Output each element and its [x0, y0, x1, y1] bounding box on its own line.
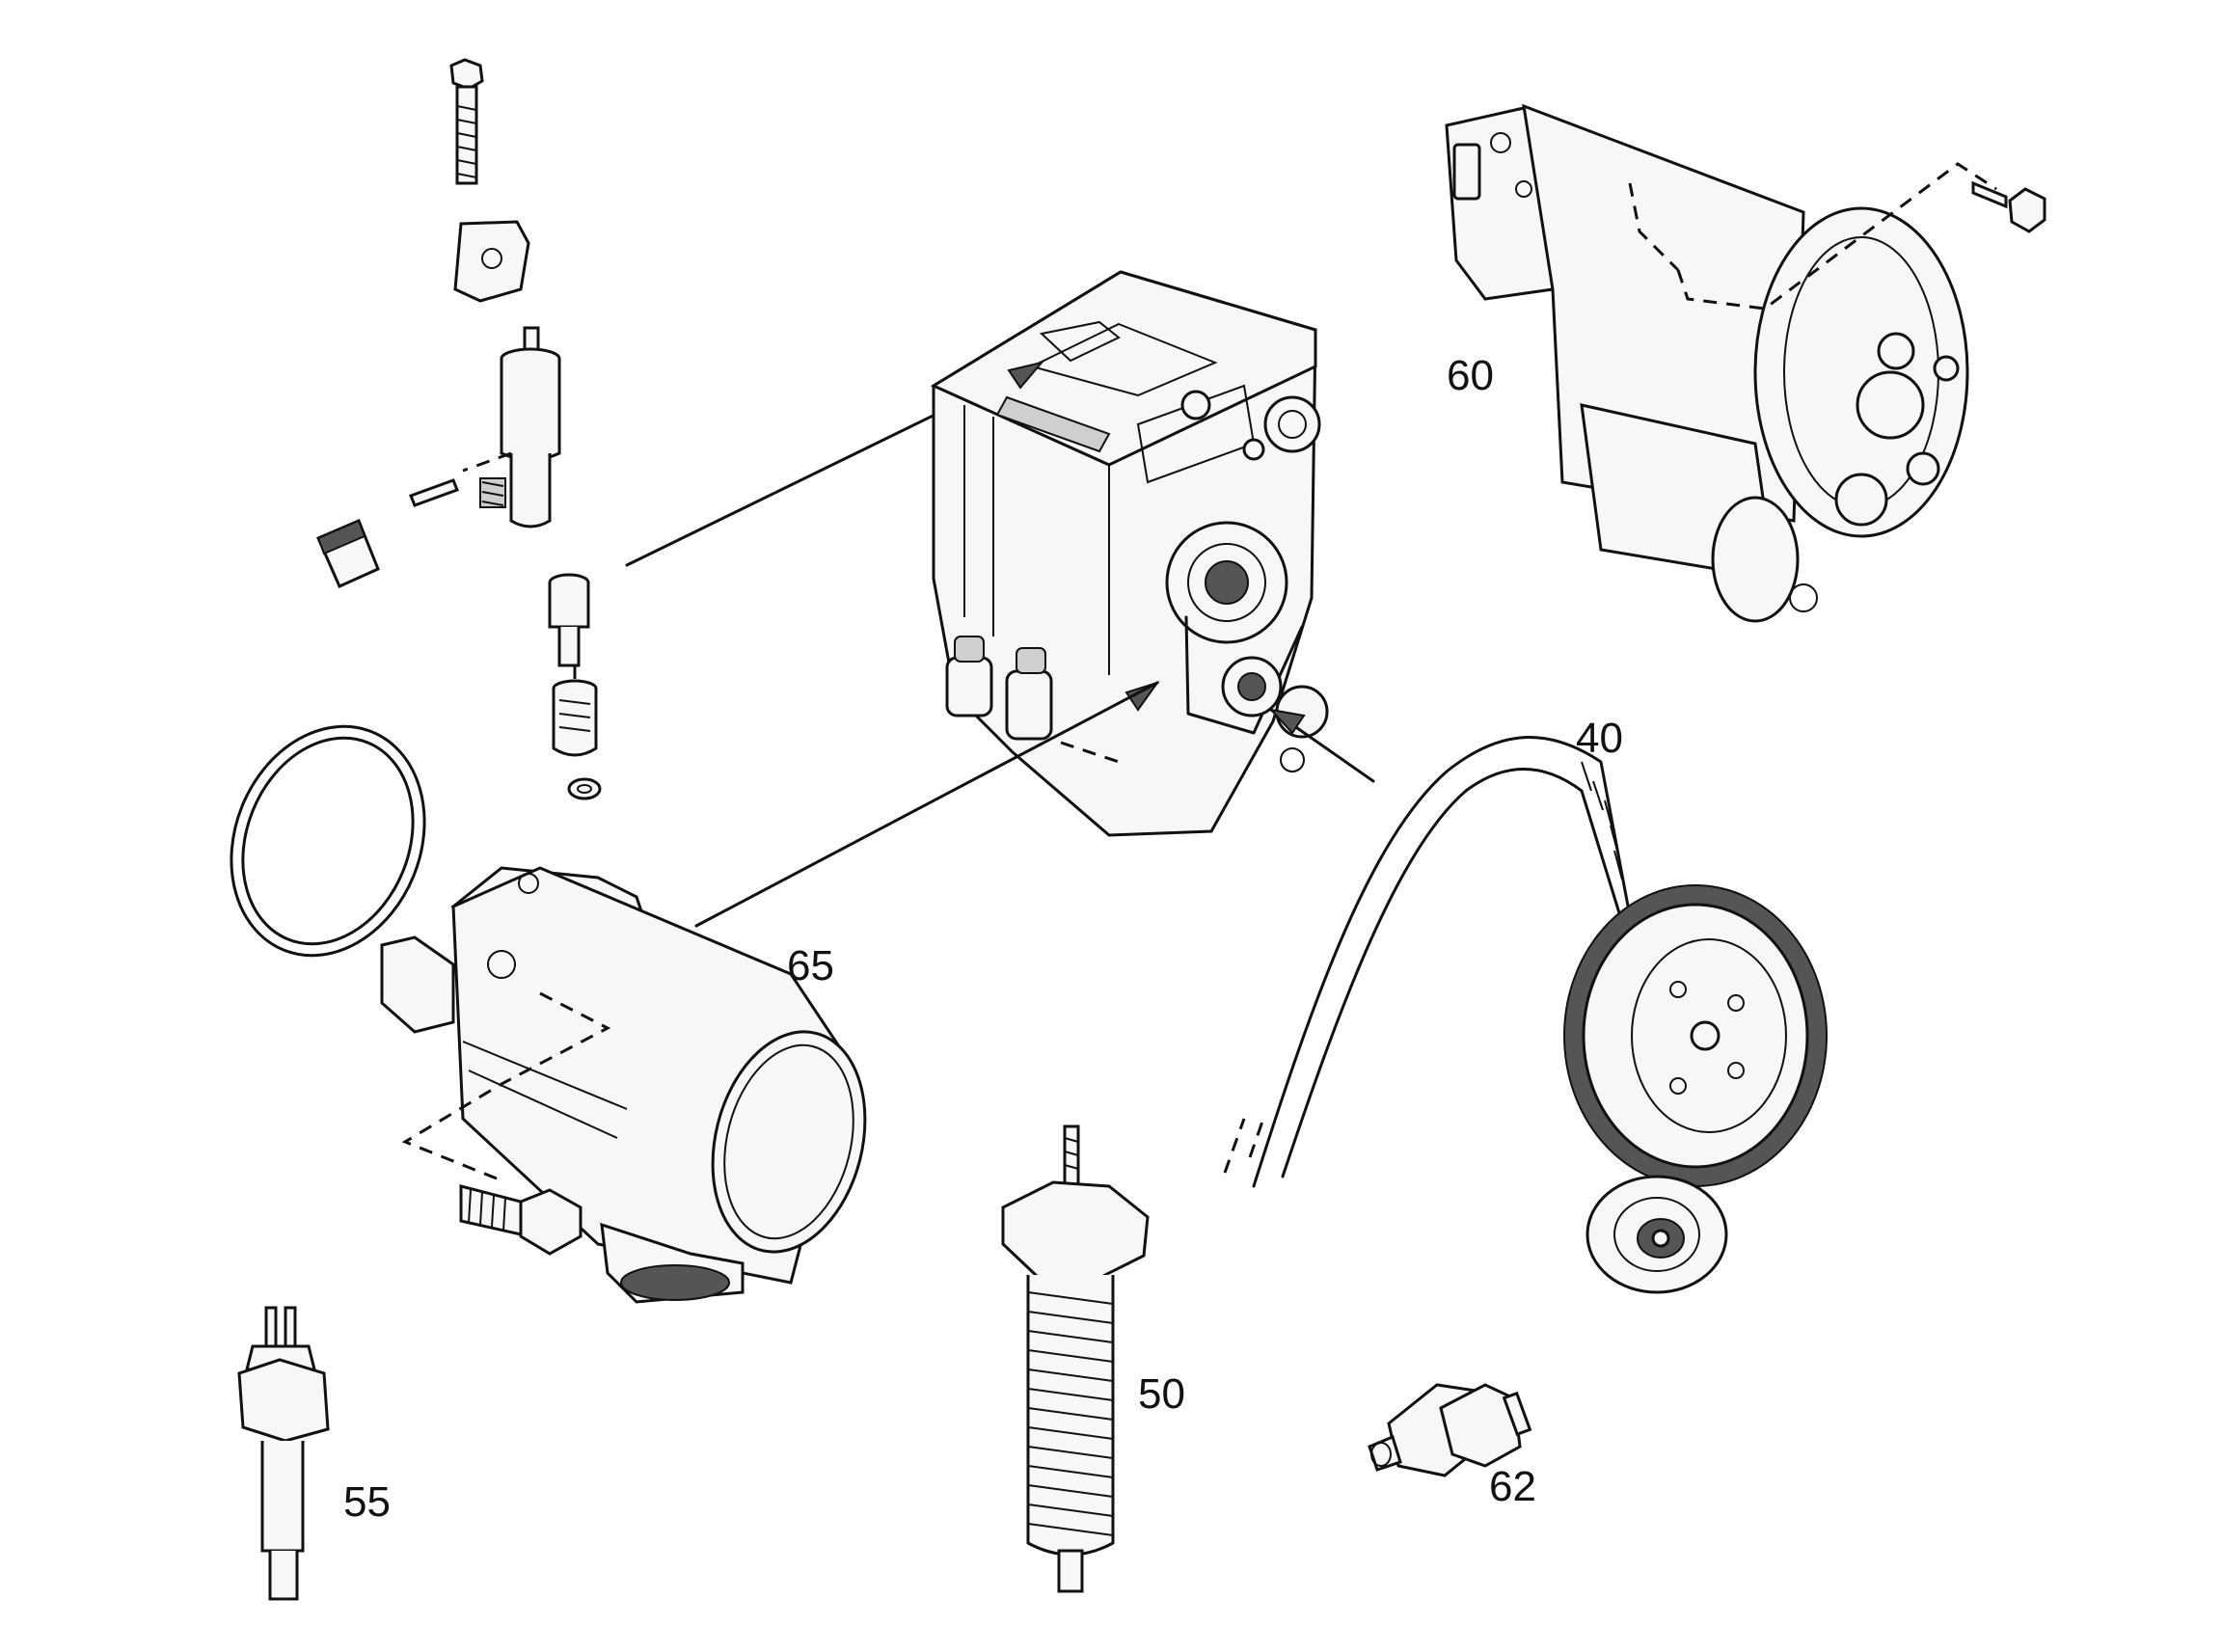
- nozzle-sleeve: [552, 665, 598, 757]
- fuel-filter: 65: [380, 681, 1159, 1304]
- injector-assembly: [316, 58, 1043, 800]
- callout-50: 50: [1138, 1370, 1185, 1418]
- locating-pin: [409, 478, 459, 507]
- temperature-sender: 55: [237, 1306, 391, 1601]
- timing-belt-set: 40: [1223, 715, 1828, 1294]
- nozzle-holder: [548, 573, 590, 667]
- callout-55: 55: [343, 1478, 391, 1526]
- timing-belt: [1252, 736, 1632, 1188]
- injector-body: [462, 326, 561, 528]
- seal-ring: [567, 777, 602, 800]
- arrow-filter: [1125, 681, 1160, 712]
- oil-pressure-switch: 62: [1368, 1383, 1536, 1510]
- leader-line-filter: [694, 681, 1159, 928]
- starter-bolt: [1971, 180, 2046, 233]
- callout-65: 65: [787, 942, 834, 989]
- engine-block: [930, 270, 1375, 837]
- filter-bolt: [459, 1184, 583, 1256]
- heat-shield-washer: [316, 519, 380, 588]
- glow-plug: 50: [1001, 1124, 1185, 1593]
- callout-60: 60: [1447, 352, 1494, 399]
- callout-62: 62: [1489, 1463, 1536, 1510]
- starter-motor: 60: [1445, 103, 2046, 623]
- torx-bolt: [449, 58, 484, 185]
- clamp-bracket: [453, 220, 530, 303]
- camshaft-gear: [1563, 884, 1828, 1187]
- tensioner-pulley: [1585, 1175, 1728, 1294]
- o-ring: [230, 724, 426, 958]
- callout-40: 40: [1576, 715, 1623, 762]
- arrow-injector: [1007, 361, 1044, 390]
